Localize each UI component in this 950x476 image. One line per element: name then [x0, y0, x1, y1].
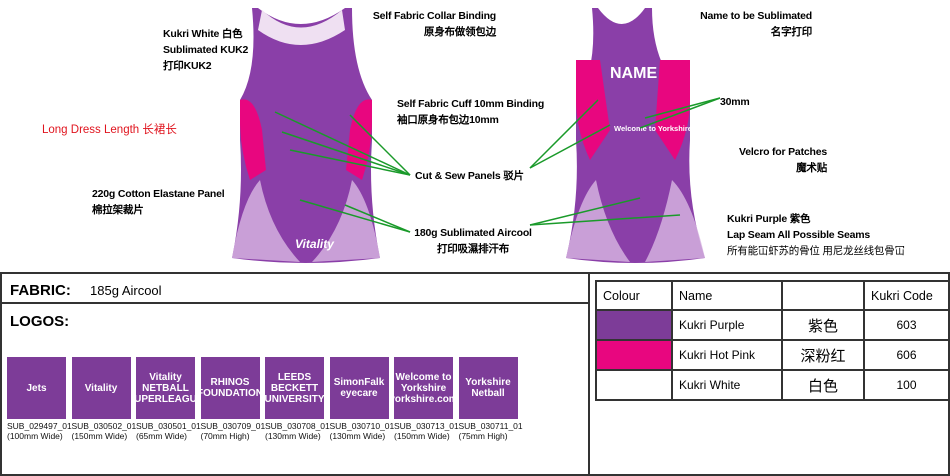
ann-line: Kukri White 白色: [163, 28, 243, 40]
name-annotation: Name to be Sublimated 名字打印: [694, 8, 812, 40]
colour-code: 606: [863, 339, 950, 371]
front-dress: Vitality: [232, 8, 380, 263]
logo-caption: SUB_030708_01(130mm Wide): [265, 421, 330, 441]
colour-chinese: 白色: [781, 369, 865, 401]
ann-line: 所有能冚虾苏的骨位 用尼龙丝线包骨冚: [727, 245, 905, 257]
ann-line: 袖口原身布包边10mm: [397, 114, 499, 126]
header-chinese: [781, 280, 865, 311]
collar-annotation: Self Fabric Collar Binding 原身布做领包边: [372, 8, 496, 40]
annotation-lines: [274, 97, 721, 233]
header-colour: Colour: [595, 280, 673, 311]
back-name-text: NAME: [610, 65, 657, 82]
ann-line: Name to be Sublimated: [700, 10, 812, 22]
logo-caption: SUB_030711_01(75mm High): [459, 421, 523, 441]
logo-code: SUB_030709_01: [200, 421, 266, 431]
ann-line: Lap Seam All Possible Seams: [727, 229, 871, 241]
ann-line: 原身布做领包边: [423, 26, 496, 38]
ann-line: 220g Cotton Elastane Panel: [92, 188, 225, 200]
colour-code: 100: [863, 369, 950, 401]
fabric-value: 185g Aircool: [90, 283, 162, 298]
logo-tile: Jets: [7, 357, 66, 419]
logo-size: (70mm High): [200, 431, 250, 441]
fabric-label: FABRIC:: [10, 282, 71, 299]
ann-line: 棉拉架裁片: [92, 204, 144, 216]
logo-code: SUB_030502_01: [71, 421, 137, 431]
ann-line: Self Fabric Collar Binding: [372, 10, 496, 22]
header-code: Kukri Code: [863, 280, 950, 311]
logo-size: (130mm Wide): [329, 431, 386, 441]
ann-line: 打印KUK2: [163, 60, 212, 72]
long-dress-annotation: Long Dress Length 长裙长: [42, 124, 177, 136]
ann-line: Kukri Purple 紫色: [727, 213, 811, 225]
dress-illustration: Vitality NAME Welcome to Yorkshire: [232, 8, 721, 263]
logo-tile: Vitality NETBALL SUPERLEAGUE: [136, 357, 195, 419]
ann-line: Velcro for Patches: [738, 146, 827, 158]
colour-swatch: [595, 339, 673, 371]
ann-line: 魔术贴: [796, 162, 827, 174]
logo-tile: LEEDS BECKETT UNIVERSITY: [265, 357, 324, 419]
30mm-annotation: 30mm: [720, 96, 750, 108]
logo-code: SUB_030708_01: [265, 421, 330, 431]
logo-caption: SUB_029497_01(100mm Wide): [7, 421, 72, 441]
logo-size: (150mm Wide): [394, 431, 450, 441]
logo-code: SUB_030501_01: [136, 421, 201, 431]
logo-tile: SimonFalk eyecare: [329, 357, 389, 419]
logos-label: LOGOS:: [10, 313, 70, 330]
front-sponsor: Vitality: [295, 237, 335, 251]
logo-caption: SUB_030713_01(150mm Wide): [394, 421, 459, 441]
colour-name: Kukri Hot Pink: [671, 339, 783, 371]
cut-sew-annotation: Cut & Sew Panels 驳片: [415, 170, 524, 182]
logo-code: SUB_029497_01: [7, 421, 72, 431]
logo-caption: SUB_030502_01(150mm Wide): [72, 421, 137, 441]
fabric-row: [0, 272, 590, 304]
cuff-annotation: Self Fabric Cuff 10mm Binding 袖口原身布包边10m…: [397, 96, 544, 128]
kukri-white-annotation: Kukri White 白色 Sublimated KUK2 打印KUK2: [163, 26, 248, 74]
logo-tile: Welcome to Yorkshire yorkshire.com: [394, 357, 453, 419]
cotton-panel-annotation: 220g Cotton Elastane Panel 棉拉架裁片: [92, 186, 225, 218]
logo-tile: RHINOS FOUNDATION: [200, 357, 260, 419]
logo-caption: SUB_030710_01(130mm Wide): [330, 421, 395, 441]
colour-code: 603: [863, 309, 950, 341]
logo-code: SUB_030713_01: [394, 421, 459, 431]
ann-line: 打印吸濕排汗布: [436, 243, 510, 255]
logo-size: (130mm Wide): [265, 431, 321, 441]
logo-size: (150mm Wide): [71, 431, 128, 441]
colour-chinese: 紫色: [781, 309, 865, 341]
ann-line: Sublimated KUK2: [163, 44, 249, 56]
logo-size: (65mm Wide): [136, 431, 188, 441]
velcro-annotation: Velcro for Patches 魔术贴: [709, 144, 827, 176]
colour-name: Kukri White: [671, 369, 783, 401]
table-header: Colour Name Kukri Code: [595, 280, 950, 311]
ann-line: Self Fabric Cuff 10mm Binding: [397, 98, 545, 110]
logo-caption: SUB_030501_01(65mm Wide): [136, 421, 201, 441]
purple-annotation: Kukri Purple 紫色 Lap Seam All Possible Se…: [727, 211, 905, 259]
logo-code: SUB_030710_01: [329, 421, 395, 431]
aircool-annotation: 180g Sublimated Aircool 打印吸濕排汗布: [410, 225, 536, 257]
colour-chinese: 深粉红: [781, 339, 865, 371]
logo-caption: SUB_030709_01(70mm High): [201, 421, 266, 441]
colour-name: Kukri Purple: [671, 309, 783, 341]
logo-code: SUB_030711_01: [458, 421, 523, 431]
logo-tile: Vitality: [71, 357, 131, 419]
colour-panel: [588, 272, 950, 476]
ann-line: 180g Sublimated Aircool: [414, 227, 532, 239]
header-name: Name: [671, 280, 783, 311]
back-dress: NAME Welcome to Yorkshire: [566, 8, 705, 263]
ann-line: 名字打印: [770, 26, 812, 38]
colour-swatch: [595, 369, 673, 401]
back-sponsor: Welcome to Yorkshire: [614, 124, 692, 133]
logo-size: (75mm High): [458, 431, 508, 441]
logo-tile: Yorkshire Netball: [458, 357, 518, 419]
colour-swatch: [595, 309, 673, 341]
logo-size: (100mm Wide): [7, 431, 63, 441]
